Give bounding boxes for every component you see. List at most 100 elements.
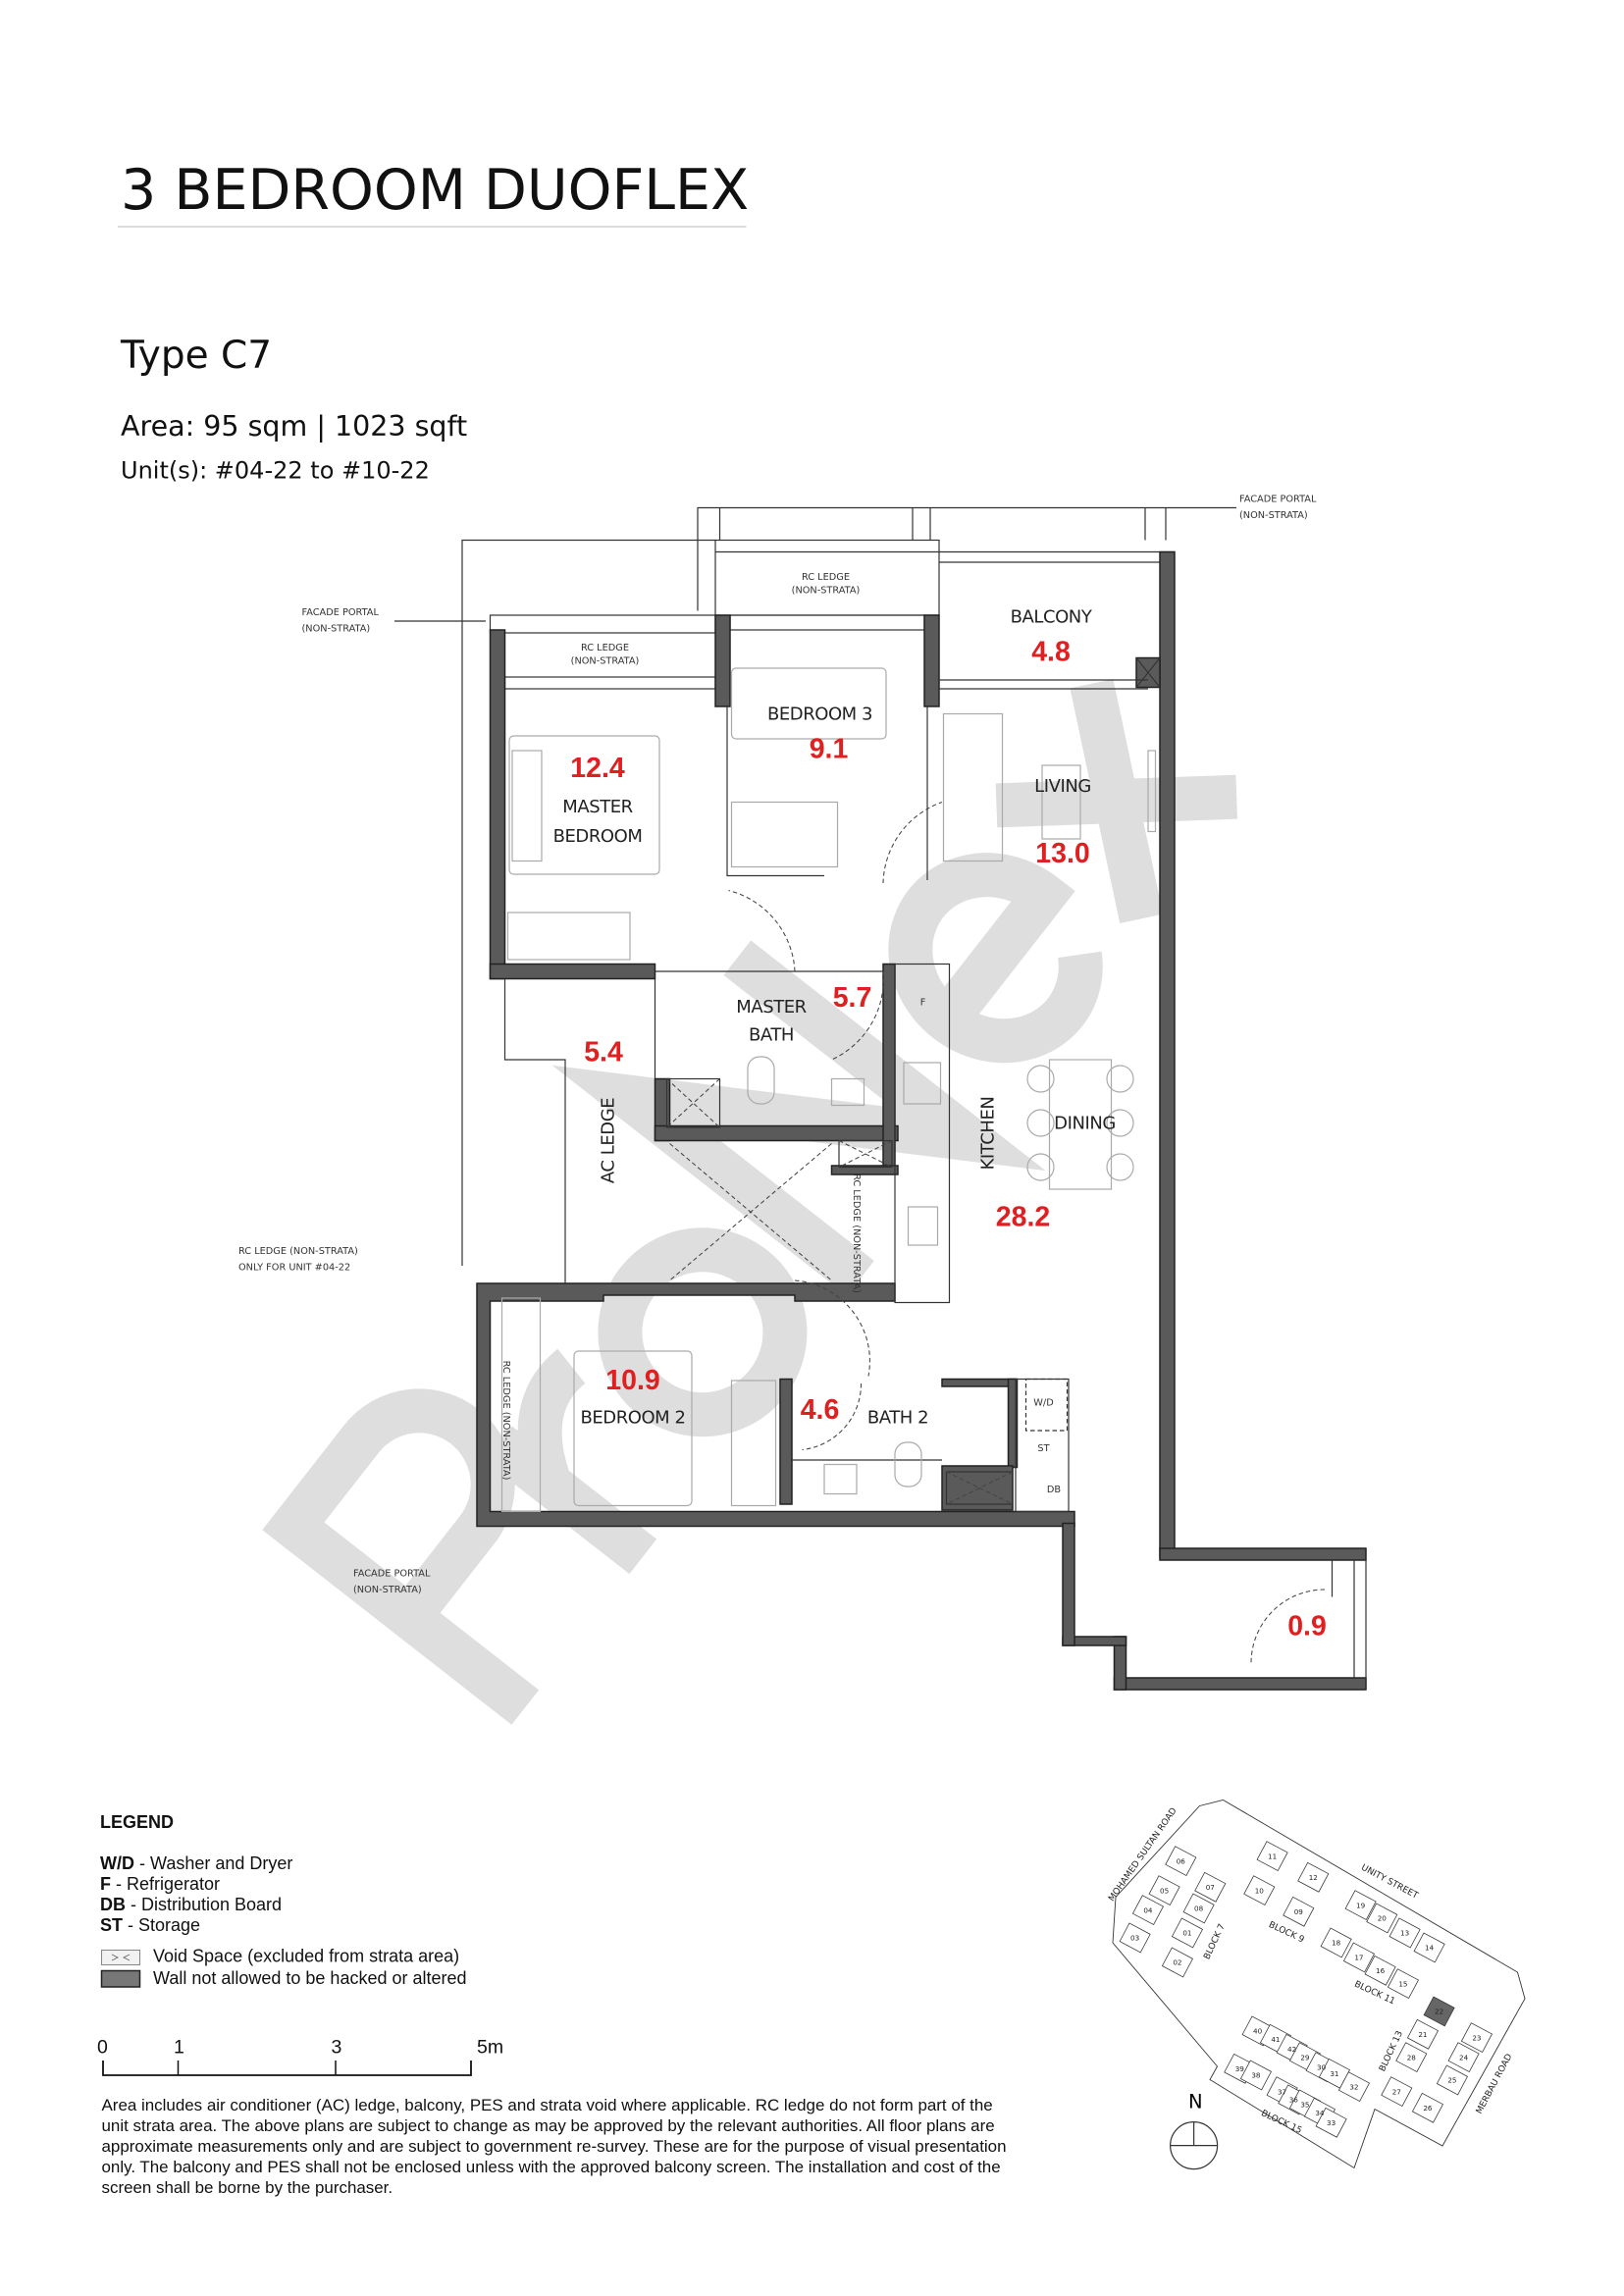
site-unit-number: 16 <box>1376 1966 1386 1975</box>
wall-swatch-icon <box>100 1969 141 1988</box>
disclaimer-line: unit strata area. The above plans are su… <box>102 2116 995 2135</box>
site-unit-number: 21 <box>1418 2030 1427 2039</box>
site-unit-number: 41 <box>1271 2035 1280 2044</box>
storage-label: ST <box>1037 1443 1049 1454</box>
site-unit-number: 10 <box>1255 1886 1265 1895</box>
rc-ledge-label: RC LEDGE <box>581 643 629 653</box>
room-name-bath2: BATH 2 <box>867 1408 928 1429</box>
scale-bar: 0 1 3 5m <box>97 2037 503 2076</box>
site-unit-highlighted <box>1423 1996 1455 2027</box>
site-unit <box>1395 2042 1428 2073</box>
site-unit <box>1436 2064 1468 2096</box>
rc-ledge-label: RC LEDGE <box>802 572 850 583</box>
site-unit <box>1119 1922 1151 1954</box>
room-name-bedroom3: BEDROOM 3 <box>767 704 872 725</box>
room-name-master-bedroom: MASTER <box>562 797 632 817</box>
site-unit-number: 05 <box>1160 1886 1169 1895</box>
site-unit <box>1315 2107 1347 2138</box>
watermark-logo <box>262 679 1237 1725</box>
page-title: 3 BEDROOM DUOFLEX <box>121 158 749 223</box>
room-area-bedroom3: 9.1 <box>810 734 849 765</box>
room-name-living: LIVING <box>1034 776 1091 797</box>
legend-item: F - Refrigerator <box>100 1874 220 1894</box>
legend-wall: Wall not allowed to be hacked or altered <box>153 1968 467 1988</box>
site-unit-number: 15 <box>1398 1979 1407 1988</box>
site-unit-number: 22 <box>1435 2008 1443 2016</box>
site-unit-number: 27 <box>1392 2087 1401 2096</box>
legend: LEGEND W/D - Washer and Dryer F - Refrig… <box>100 1812 467 1988</box>
room-area-ac-ledge: 5.4 <box>584 1037 623 1069</box>
site-unit <box>1364 1955 1396 1986</box>
site-unit-number: 12 <box>1309 1873 1318 1882</box>
unit-area: Area: 95 sqm | 1023 sqft <box>121 410 467 443</box>
legend-title: LEGEND <box>100 1812 174 1832</box>
site-unit <box>1406 2018 1439 2050</box>
disclaimer-line: only. The balcony and PES shall not be e… <box>102 2158 1001 2176</box>
site-unit-number: 19 <box>1356 1901 1366 1909</box>
legend-item: DB - Distribution Board <box>100 1895 282 1914</box>
room-area-bath2: 4.6 <box>801 1394 840 1426</box>
facade-portal-label: (NON-STRATA) <box>302 624 371 635</box>
legend-item: ST - Storage <box>100 1915 200 1935</box>
site-unit-number: 26 <box>1423 2104 1433 2113</box>
room-area-bedroom2: 10.9 <box>605 1365 659 1396</box>
facade-portal-label: (NON-STRATA) <box>353 1585 422 1595</box>
fridge-label: F <box>920 998 926 1009</box>
site-unit-number: 34 <box>1315 2109 1325 2117</box>
room-name-bedroom2: BEDROOM 2 <box>580 1408 685 1429</box>
site-unit <box>1256 1841 1288 1872</box>
site-unit <box>1239 2060 1272 2091</box>
north-label: N <box>1188 2090 1203 2113</box>
site-unit-number: 11 <box>1268 1852 1277 1860</box>
room-area-living: 13.0 <box>1035 838 1089 869</box>
site-unit-number: 20 <box>1378 1914 1388 1923</box>
site-unit-number: 29 <box>1300 2053 1310 2061</box>
site-unit <box>1243 1875 1276 1906</box>
room-area-lobby: 0.9 <box>1287 1611 1327 1643</box>
site-unit-number: 18 <box>1332 1939 1341 1948</box>
washer-dryer-label: W/D <box>1033 1398 1053 1409</box>
disclaimer-line: screen shall be borne by the purchaser. <box>102 2178 393 2197</box>
rc-ledge-label: RC LEDGE (NON-STRATA) <box>500 1361 511 1481</box>
site-unit-number: 35 <box>1300 2101 1309 2110</box>
site-unit <box>1411 2092 1443 2123</box>
site-unit <box>1148 1875 1180 1906</box>
room-area-master-bath: 5.7 <box>833 982 872 1014</box>
site-unit-number: 25 <box>1447 2076 1456 2085</box>
site-unit-number: 28 <box>1407 2053 1417 2061</box>
site-unit <box>1182 1893 1215 1924</box>
room-name-master-bath: MASTER <box>736 997 806 1018</box>
site-unit-number: 42 <box>1287 2045 1296 2054</box>
rc-ledge-label: (NON-STRATA) <box>571 656 640 667</box>
room-area-master-bedroom: 12.4 <box>570 753 625 784</box>
site-unit-number: 30 <box>1317 2062 1327 2071</box>
site-unit-number: 33 <box>1327 2118 1336 2127</box>
site-unit <box>1161 1947 1193 1978</box>
site-unit <box>1460 2022 1493 2054</box>
room-name-master-bath: BATH <box>749 1025 794 1046</box>
site-unit-number: 08 <box>1194 1905 1204 1913</box>
compass-icon <box>1170 2121 1219 2170</box>
room-area-kitchen: 28.2 <box>996 1202 1050 1233</box>
room-name-dining: DINING <box>1054 1114 1116 1134</box>
site-unit-number: 06 <box>1177 1856 1186 1865</box>
void-space-swatch-icon <box>100 1949 141 1966</box>
plan-labels: FACADE PORTAL (NON-STRATA) FACADE PORTAL… <box>238 495 1327 1643</box>
site-unit-number: 38 <box>1251 2071 1261 2080</box>
site-unit-number: 40 <box>1253 2027 1263 2036</box>
site-unit <box>1344 1890 1377 1921</box>
scale-tick-label: 5m <box>477 2037 503 2059</box>
facade-portal-label: FACADE PORTAL <box>302 607 380 618</box>
site-unit-number: 13 <box>1400 1929 1409 1938</box>
site-unit <box>1413 1932 1445 1963</box>
disclaimer: Area includes air conditioner (AC) ledge… <box>102 2096 1007 2197</box>
facade-portal-label: (NON-STRATA) <box>1239 510 1308 521</box>
scale-tick-label: 1 <box>174 2037 184 2059</box>
scale-tick-label: 0 <box>97 2037 108 2059</box>
rc-ledge-label: (NON-STRATA) <box>792 586 861 597</box>
legend-void: Void Space (excluded from strata area) <box>153 1947 459 1966</box>
site-unit <box>1387 1968 1419 2000</box>
site-unit-number: 24 <box>1459 2053 1469 2061</box>
